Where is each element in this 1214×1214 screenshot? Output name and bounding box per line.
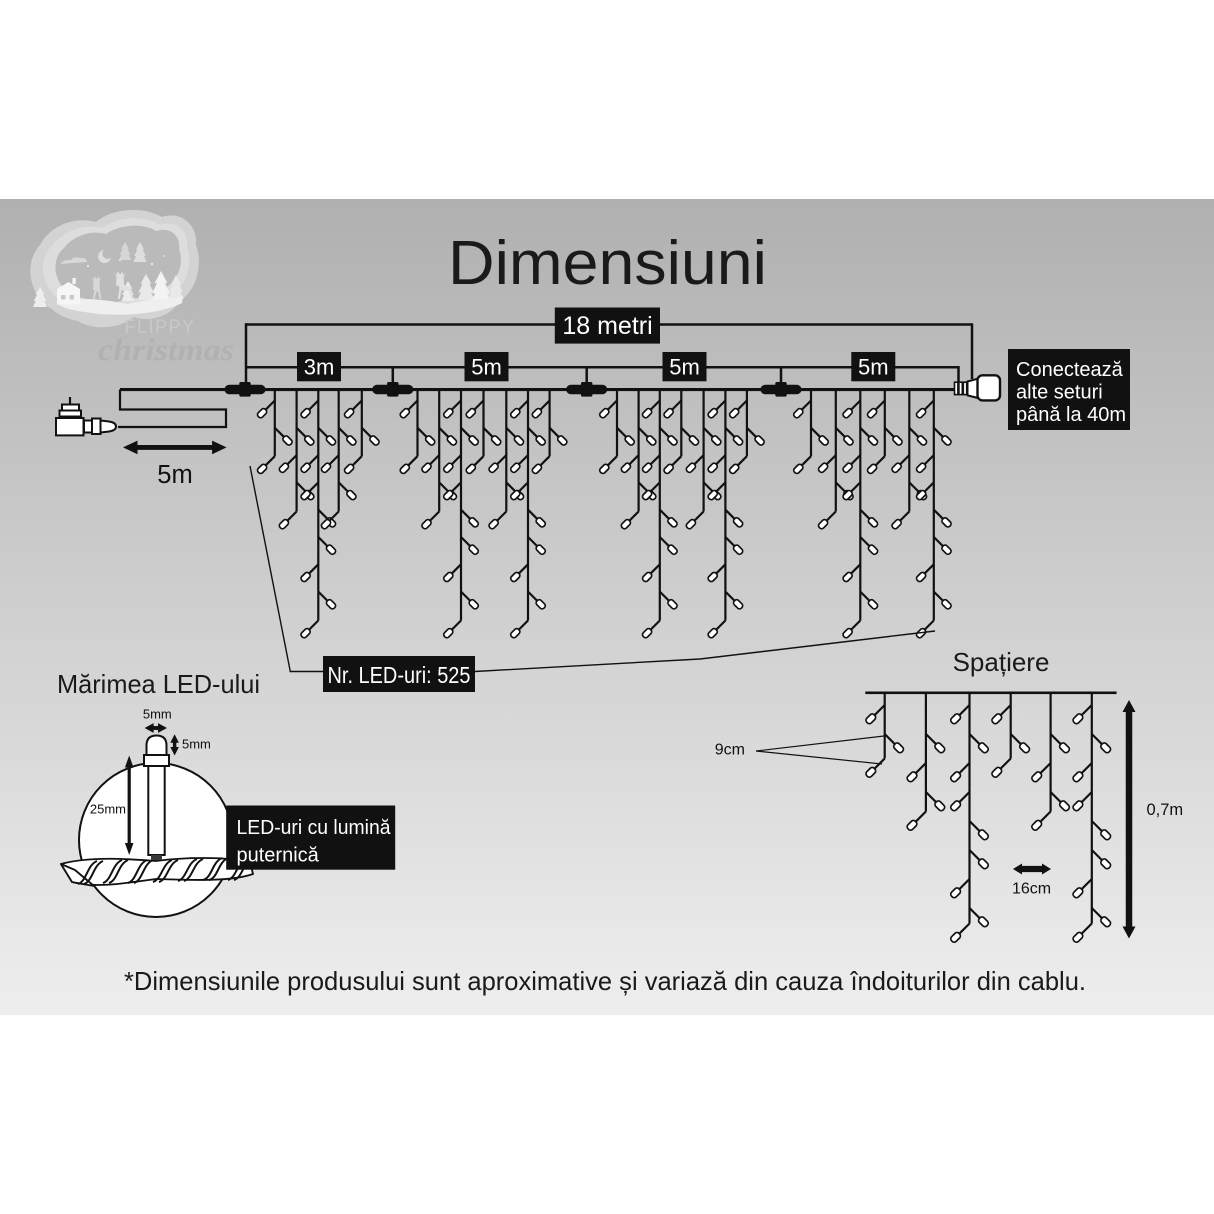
svg-text:16cm: 16cm [1012,881,1051,898]
svg-text:5m: 5m [471,355,502,380]
svg-text:25mm: 25mm [90,801,126,816]
svg-text:5m: 5m [669,355,700,380]
svg-text:3m: 3m [304,355,335,380]
svg-text:0,7m: 0,7m [1147,801,1184,819]
svg-text:puternică: puternică [237,845,320,867]
svg-text:christmas: christmas [98,332,234,367]
svg-text:Conectează: Conectează [1016,359,1124,381]
svg-text:Dimensiuni: Dimensiuni [448,228,767,298]
svg-text:alte seturi: alte seturi [1016,382,1103,404]
svg-text:5mm: 5mm [143,707,172,722]
svg-text:5mm: 5mm [182,737,211,752]
svg-text:9cm: 9cm [715,742,745,759]
svg-text:Nr. LED-uri: 525: Nr. LED-uri: 525 [328,662,471,688]
svg-text:18 metri: 18 metri [562,312,652,340]
svg-text:LED-uri cu lumină: LED-uri cu lumină [237,817,392,839]
svg-text:*Dimensiunile produsului sunt: *Dimensiunile produsului sunt aproximati… [124,966,1086,996]
svg-text:FLIPPY: FLIPPY [125,317,196,338]
svg-text:5m: 5m [157,461,192,489]
svg-text:până la 40m: până la 40m [1016,404,1126,426]
svg-text:5m: 5m [858,355,889,380]
svg-text:Mărimea LED-ului: Mărimea LED-ului [57,669,260,699]
svg-text:Spațiere: Spațiere [953,647,1050,677]
